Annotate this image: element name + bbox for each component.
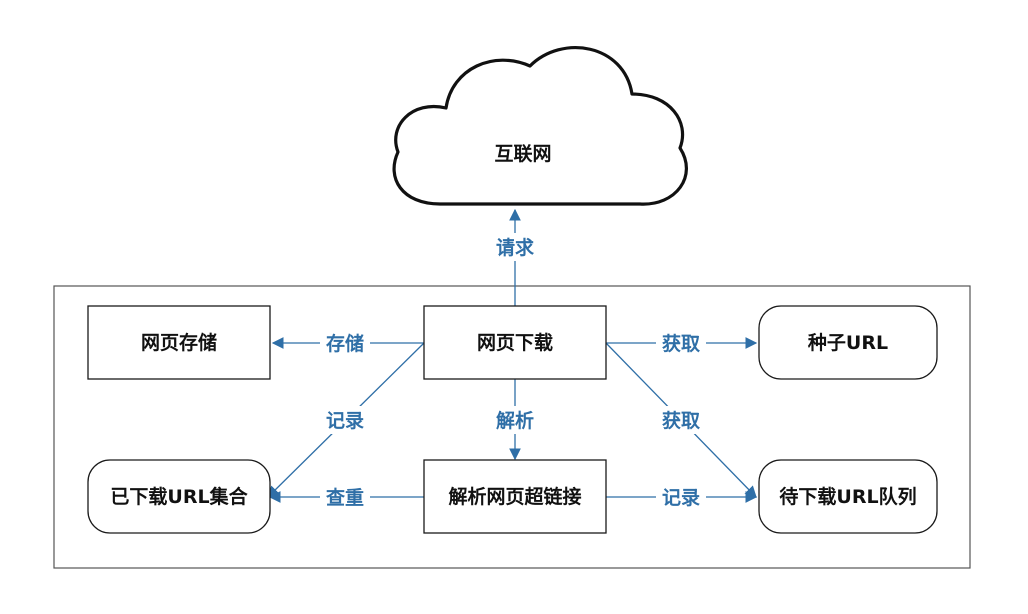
node-download-label: 网页下载 bbox=[477, 331, 553, 354]
edge-label-fetch-queue: 获取 bbox=[662, 409, 700, 432]
edge-label-dedup: 查重 bbox=[325, 486, 364, 509]
node-parse: 解析网页超链接 bbox=[423, 459, 607, 534]
node-seed-label: 种子URL bbox=[807, 332, 888, 354]
node-seed: 种子URL bbox=[758, 305, 938, 380]
edge-label-fetch-seed: 获取 bbox=[662, 332, 700, 355]
edge-label-store: 存储 bbox=[326, 332, 364, 355]
cloud-icon bbox=[392, 46, 688, 206]
edge-label-request: 请求 bbox=[496, 236, 535, 259]
node-downloaded-set-label: 已下载URL集合 bbox=[110, 485, 248, 508]
node-downloaded-set: 已下载URL集合 bbox=[87, 459, 271, 534]
node-queue-label: 待下载URL队列 bbox=[779, 485, 916, 508]
node-storage: 网页存储 bbox=[87, 305, 271, 380]
node-queue: 待下载URL队列 bbox=[758, 459, 938, 534]
node-download: 网页下载 bbox=[423, 305, 607, 380]
node-storage-label: 网页存储 bbox=[141, 331, 217, 354]
edge-label-record-queue: 记录 bbox=[662, 487, 700, 509]
node-parse-label: 解析网页超链接 bbox=[448, 485, 581, 508]
system-boundary bbox=[53, 285, 971, 569]
internet-cloud: 互联网 bbox=[392, 46, 688, 206]
node-internet-label: 互联网 bbox=[494, 143, 551, 165]
edge-label-parse: 解析 bbox=[496, 409, 534, 432]
edge-label-record-downloaded: 记录 bbox=[326, 410, 364, 432]
